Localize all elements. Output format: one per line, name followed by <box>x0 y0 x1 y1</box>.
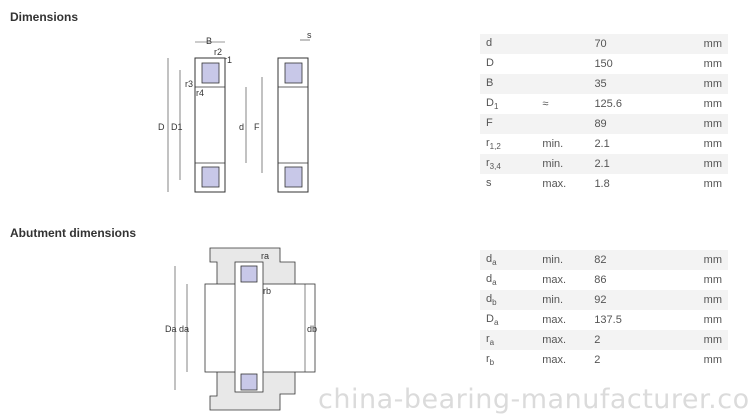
watermark: china-bearing-manufacturer.com <box>318 384 750 415</box>
value-cell: 82 <box>588 250 693 270</box>
unit-cell: mm <box>692 330 728 350</box>
unit-cell: mm <box>692 270 728 290</box>
value-cell: 2 <box>588 330 693 350</box>
qualifier-cell: max. <box>536 174 589 194</box>
label-da: da <box>179 324 189 334</box>
symbol-cell: db <box>480 290 537 310</box>
qualifier-cell <box>536 114 589 134</box>
symbol-cell: s <box>480 174 537 194</box>
label-D1: D1 <box>171 122 183 132</box>
value-cell: 92 <box>588 290 693 310</box>
unit-cell: mm <box>692 114 728 134</box>
value-cell: 2.1 <box>588 154 693 174</box>
value-cell: 150 <box>588 54 693 74</box>
symbol-cell: F <box>480 114 537 134</box>
unit-cell: mm <box>692 154 728 174</box>
value-cell: 2 <box>588 350 693 370</box>
symbol-cell: D <box>480 54 537 74</box>
label-ra: ra <box>261 251 269 261</box>
symbol-cell: r1,2 <box>480 134 537 154</box>
qualifier-cell: max. <box>536 330 589 350</box>
unit-cell: mm <box>692 74 728 94</box>
label-r3: r3 <box>185 79 193 89</box>
qualifier-cell <box>536 54 589 74</box>
qualifier-cell <box>536 34 589 54</box>
qualifier-cell: max. <box>536 270 589 290</box>
qualifier-cell: min. <box>536 154 589 174</box>
symbol-cell: r3,4 <box>480 154 537 174</box>
qualifier-cell: max. <box>536 310 589 330</box>
abutment-diagram: ra rb Da da db <box>165 247 317 411</box>
unit-cell: mm <box>692 290 728 310</box>
abutment-dimensions-title: Abutment dimensions <box>10 226 137 240</box>
value-cell: 70 <box>588 34 693 54</box>
value-cell: 2.1 <box>588 134 693 154</box>
qualifier-cell: min. <box>536 290 589 310</box>
symbol-cell: B <box>480 74 537 94</box>
unit-cell: mm <box>692 34 728 54</box>
qualifier-cell: min. <box>536 250 589 270</box>
unit-cell: mm <box>692 54 728 74</box>
value-cell: 35 <box>588 74 693 94</box>
symbol-cell: ra <box>480 330 537 350</box>
value-cell: 86 <box>588 270 693 290</box>
symbol-cell: d <box>480 34 537 54</box>
symbol-cell: Da <box>480 310 537 330</box>
qualifier-cell: max. <box>536 350 589 370</box>
dimensions-title: Dimensions <box>10 10 79 24</box>
qualifier-cell: min. <box>536 134 589 154</box>
value-cell: 125.6 <box>588 94 693 114</box>
label-r2: r2 <box>214 47 222 57</box>
symbol-cell: da <box>480 270 537 290</box>
label-F: F <box>254 122 260 132</box>
value-cell: 1.8 <box>588 174 693 194</box>
label-s: s <box>307 30 312 40</box>
qualifier-cell: ≈ <box>536 94 589 114</box>
unit-cell: mm <box>692 94 728 114</box>
label-B: B <box>206 36 212 46</box>
value-cell: 89 <box>588 114 693 134</box>
symbol-cell: da <box>480 250 537 270</box>
bearing-dimensions-diagram: B s r2 r1 r3 r4 D D1 d F <box>158 30 312 193</box>
value-cell: 137.5 <box>588 310 693 330</box>
label-rb: rb <box>263 286 271 296</box>
label-r4: r4 <box>196 88 204 98</box>
unit-cell: mm <box>692 310 728 330</box>
label-r1: r1 <box>224 55 232 65</box>
label-d: d <box>239 122 244 132</box>
label-Da: Da <box>165 324 177 334</box>
symbol-cell: rb <box>480 350 537 370</box>
unit-cell: mm <box>692 250 728 270</box>
label-D: D <box>158 122 165 132</box>
unit-cell: mm <box>692 350 728 370</box>
label-db: db <box>307 324 317 334</box>
unit-cell: mm <box>692 134 728 154</box>
symbol-cell: D1 <box>480 94 537 114</box>
qualifier-cell <box>536 74 589 94</box>
unit-cell: mm <box>692 174 728 194</box>
